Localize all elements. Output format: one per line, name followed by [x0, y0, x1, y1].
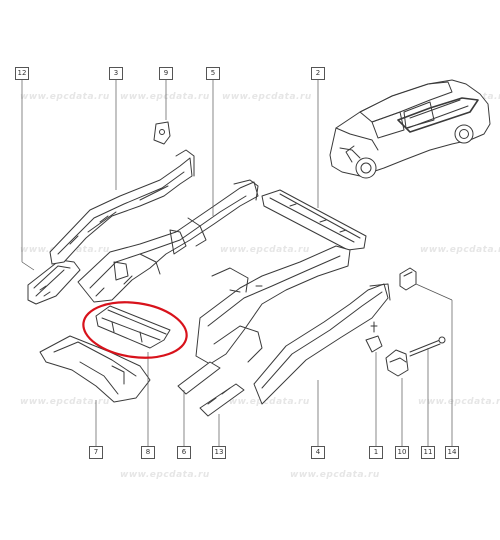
watermark: www.epcdata.ru	[120, 92, 210, 102]
part-8-panel	[95, 305, 171, 349]
callout-13[interactable]: 13	[212, 446, 226, 459]
callout-12[interactable]: 12	[15, 67, 29, 80]
callout-5[interactable]: 5	[206, 67, 220, 80]
callout-3[interactable]: 3	[109, 67, 123, 80]
part-9-bracket	[153, 121, 171, 145]
car-illustration	[329, 79, 491, 179]
part-4-long-member	[253, 283, 391, 405]
part-7-floor-member	[39, 335, 151, 403]
callout-10[interactable]: 10	[395, 446, 409, 459]
callout-1[interactable]: 1	[369, 446, 383, 459]
callout-2[interactable]: 2	[311, 67, 325, 80]
callout-11[interactable]: 11	[421, 446, 435, 459]
watermark: www.epcdata.ru	[222, 92, 312, 102]
part-3-rail	[49, 149, 195, 265]
part-2-crossbar	[261, 189, 367, 251]
callout-8[interactable]: 8	[141, 446, 155, 459]
part-11-bolt	[409, 336, 446, 357]
part-12-member	[27, 259, 81, 305]
watermark: www.epcdata.ru	[120, 470, 210, 480]
callout-6[interactable]: 6	[177, 446, 191, 459]
part-6-side-member	[177, 245, 351, 395]
watermark: www.epcdata.ru	[420, 245, 500, 255]
part-14-stud	[399, 267, 417, 291]
watermark: www.epcdata.ru	[20, 397, 110, 407]
watermark: www.epcdata.ru	[20, 92, 110, 102]
watermark: www.epcdata.ru	[290, 470, 380, 480]
callout-7[interactable]: 7	[89, 446, 103, 459]
callout-9[interactable]: 9	[159, 67, 173, 80]
part-10-pad	[385, 349, 409, 377]
callout-4[interactable]: 4	[311, 446, 325, 459]
watermark: www.epcdata.ru	[220, 245, 310, 255]
part-5-crossmember	[77, 179, 259, 303]
watermark: www.epcdata.ru	[418, 397, 500, 407]
part-1-clip	[365, 321, 383, 353]
highlight-circle	[82, 301, 188, 359]
part-13-bracket	[199, 383, 245, 417]
callout-14[interactable]: 14	[445, 446, 459, 459]
leader-lines	[21, 78, 453, 446]
